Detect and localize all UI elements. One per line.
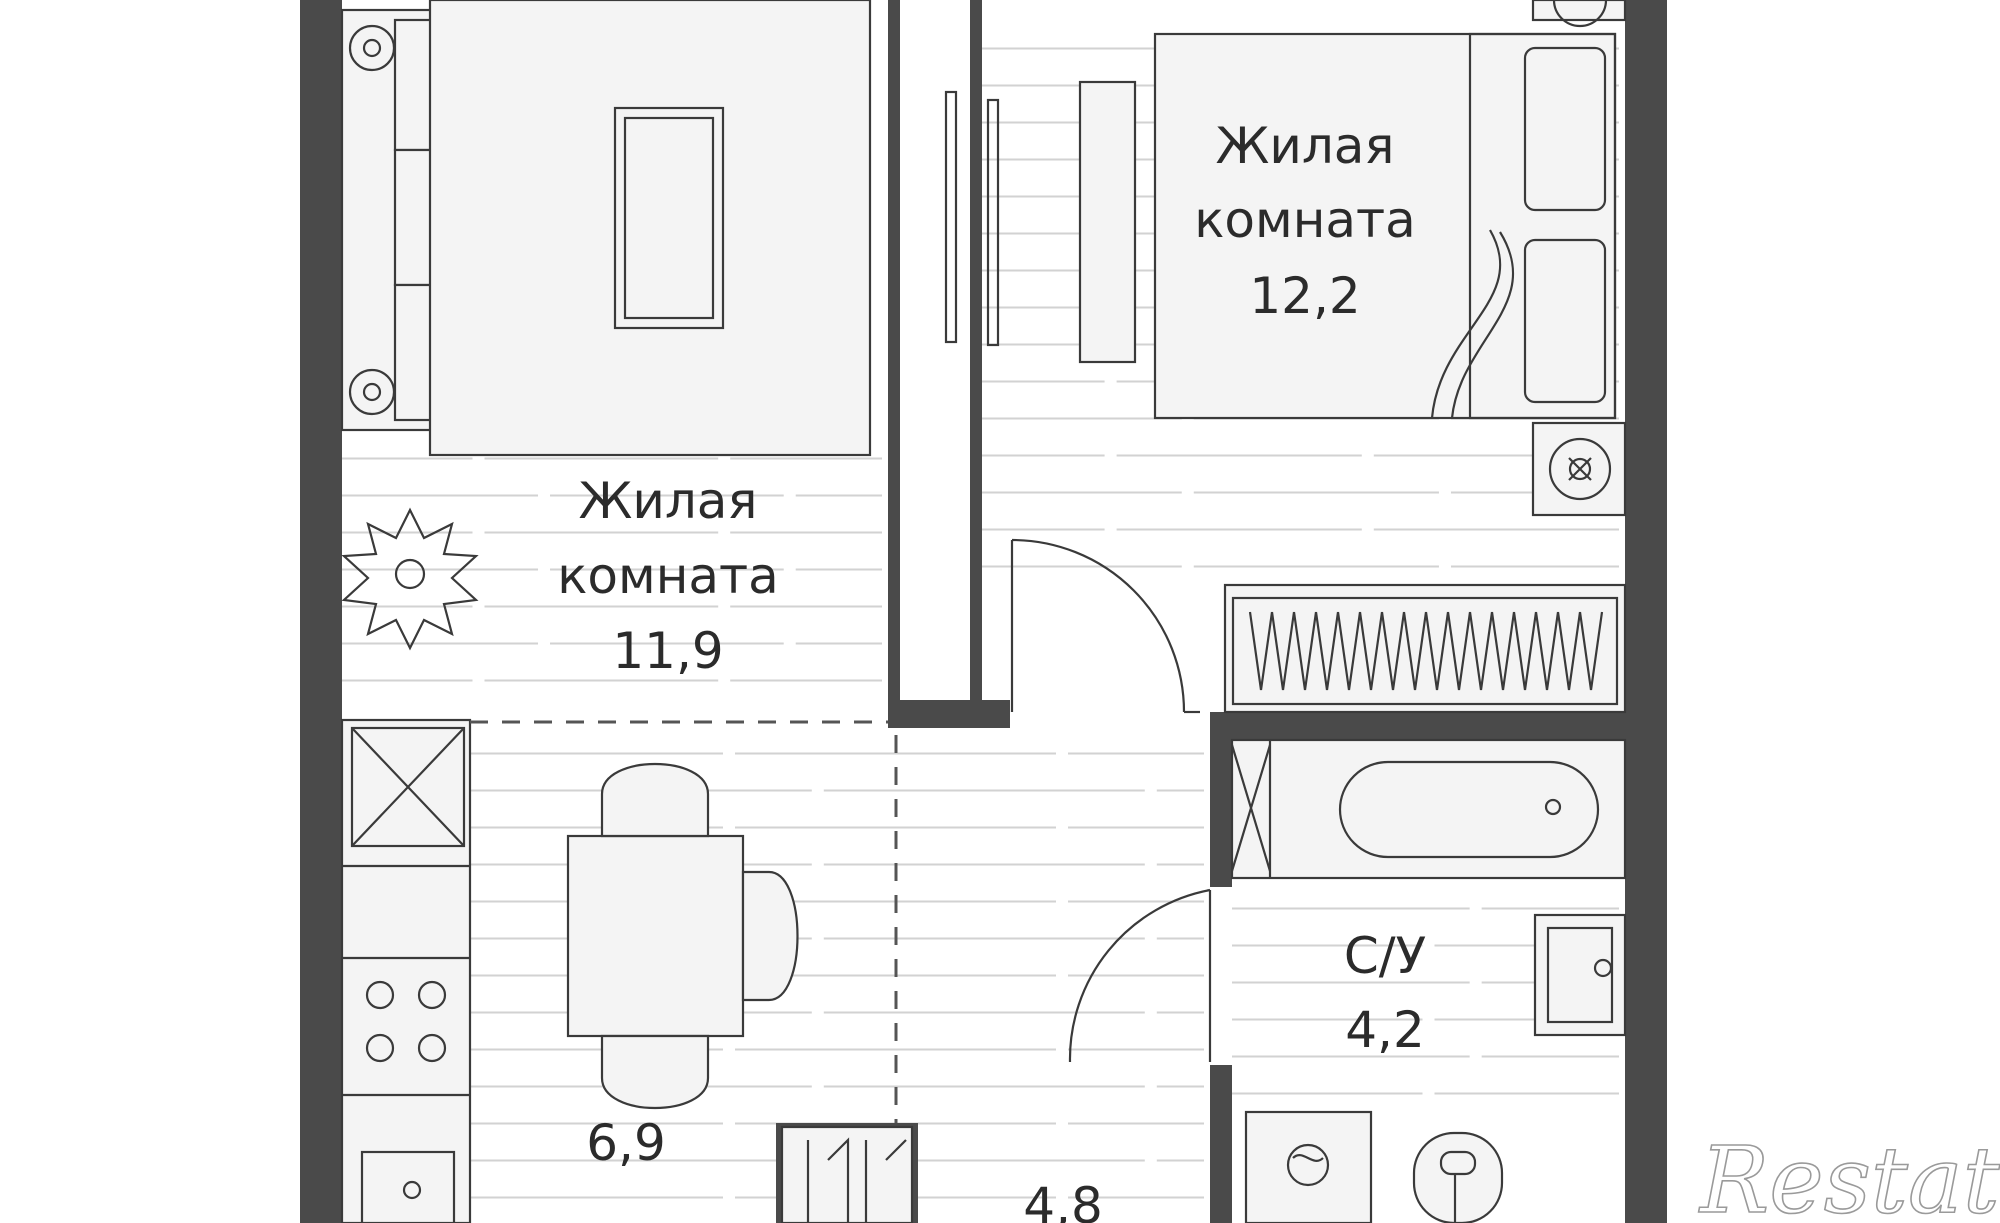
- watermark-logo: Restate: [1698, 1127, 2000, 1223]
- zone-dividers: [470, 720, 898, 1123]
- room-name: Жилая: [1215, 117, 1394, 175]
- room-area: 6,9: [586, 1114, 666, 1172]
- room-area: 12,2: [1249, 267, 1360, 325]
- plant-icon: [341, 507, 479, 651]
- sliding-partition: [944, 90, 1000, 347]
- bathtub: [1230, 738, 1627, 880]
- sink: [360, 1150, 456, 1223]
- room-name: Жилая: [578, 472, 757, 530]
- room-label-living: Жилая комната 11,9: [557, 472, 779, 680]
- door-arc-corridor: [1010, 538, 1200, 714]
- room-name-line2: комната: [557, 547, 779, 605]
- toilet: [1412, 1131, 1504, 1223]
- bathroom-door-arc: [1068, 888, 1212, 1063]
- room-area: 4,2: [1345, 1001, 1425, 1059]
- kitchen-counter: [340, 718, 472, 1223]
- room-area: 4,8: [1023, 1177, 1103, 1223]
- washing-machine: [1244, 1110, 1373, 1223]
- partition-wall-left: [888, 0, 900, 712]
- coffee-table: [613, 106, 725, 330]
- room-label-bedroom: Жилая комната 12,2: [1194, 117, 1416, 325]
- nightstand-top: [1531, 0, 1627, 28]
- outer-wall-right: [1625, 0, 1667, 1223]
- ventilation-shaft: [780, 1125, 914, 1223]
- room-label-kitchen: 6,9: [586, 1114, 666, 1172]
- outer-wall-left: [300, 0, 342, 1223]
- wardrobe: [1223, 583, 1627, 714]
- room-name-line2: комната: [1194, 191, 1416, 249]
- dining-table: [566, 762, 799, 1110]
- washbasin: [1533, 913, 1627, 1037]
- bath-wall-left-upper: [1210, 712, 1232, 887]
- nightstand-bottom: [1531, 421, 1627, 517]
- stove-icon: [365, 980, 447, 1063]
- bed: [1078, 32, 1617, 420]
- partition-wall-right: [970, 0, 982, 712]
- partition-wall-base: [888, 700, 1010, 728]
- bath-wall-left-lower: [1210, 1065, 1232, 1223]
- bath-wall-top: [1210, 712, 1628, 740]
- room-label-bathroom: С/У 4,2: [1344, 927, 1426, 1059]
- room-area: 11,9: [612, 622, 723, 680]
- room-label-hall: 4,8: [1023, 1177, 1103, 1223]
- room-name: С/У: [1344, 927, 1426, 985]
